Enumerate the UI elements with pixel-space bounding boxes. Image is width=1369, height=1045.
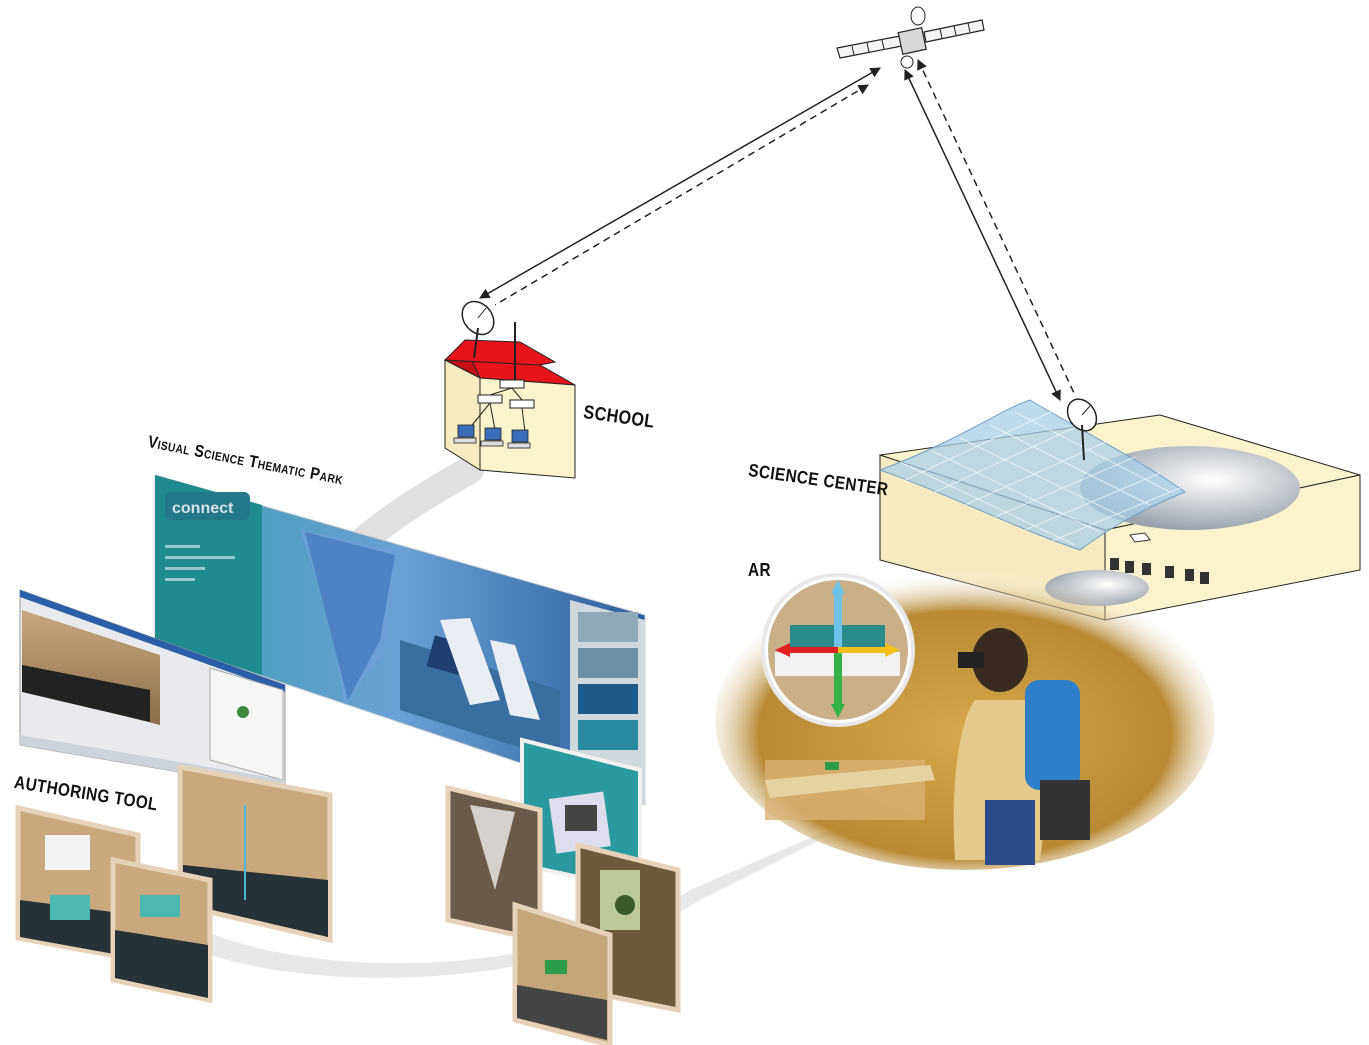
dish-antenna-icon xyxy=(461,300,495,359)
satellite-links xyxy=(479,59,1075,401)
photo-card xyxy=(512,901,613,1045)
thematic-park-panel: connect xyxy=(154,474,646,806)
school-building xyxy=(443,322,576,479)
grid-overlay xyxy=(878,399,1187,551)
ar-user xyxy=(953,628,1090,865)
svg-text:connect: connect xyxy=(172,500,234,517)
satellite-icon xyxy=(836,6,985,69)
photo-card xyxy=(445,784,543,944)
ar-label: AR xyxy=(748,560,771,580)
photo-card xyxy=(177,763,333,944)
photo-card xyxy=(15,804,141,963)
ar-scene xyxy=(715,570,1215,870)
photo-card xyxy=(110,856,213,1004)
ar-magnifier xyxy=(761,573,915,727)
dish-antenna-icon xyxy=(1066,398,1098,461)
computer-icon xyxy=(453,424,531,449)
